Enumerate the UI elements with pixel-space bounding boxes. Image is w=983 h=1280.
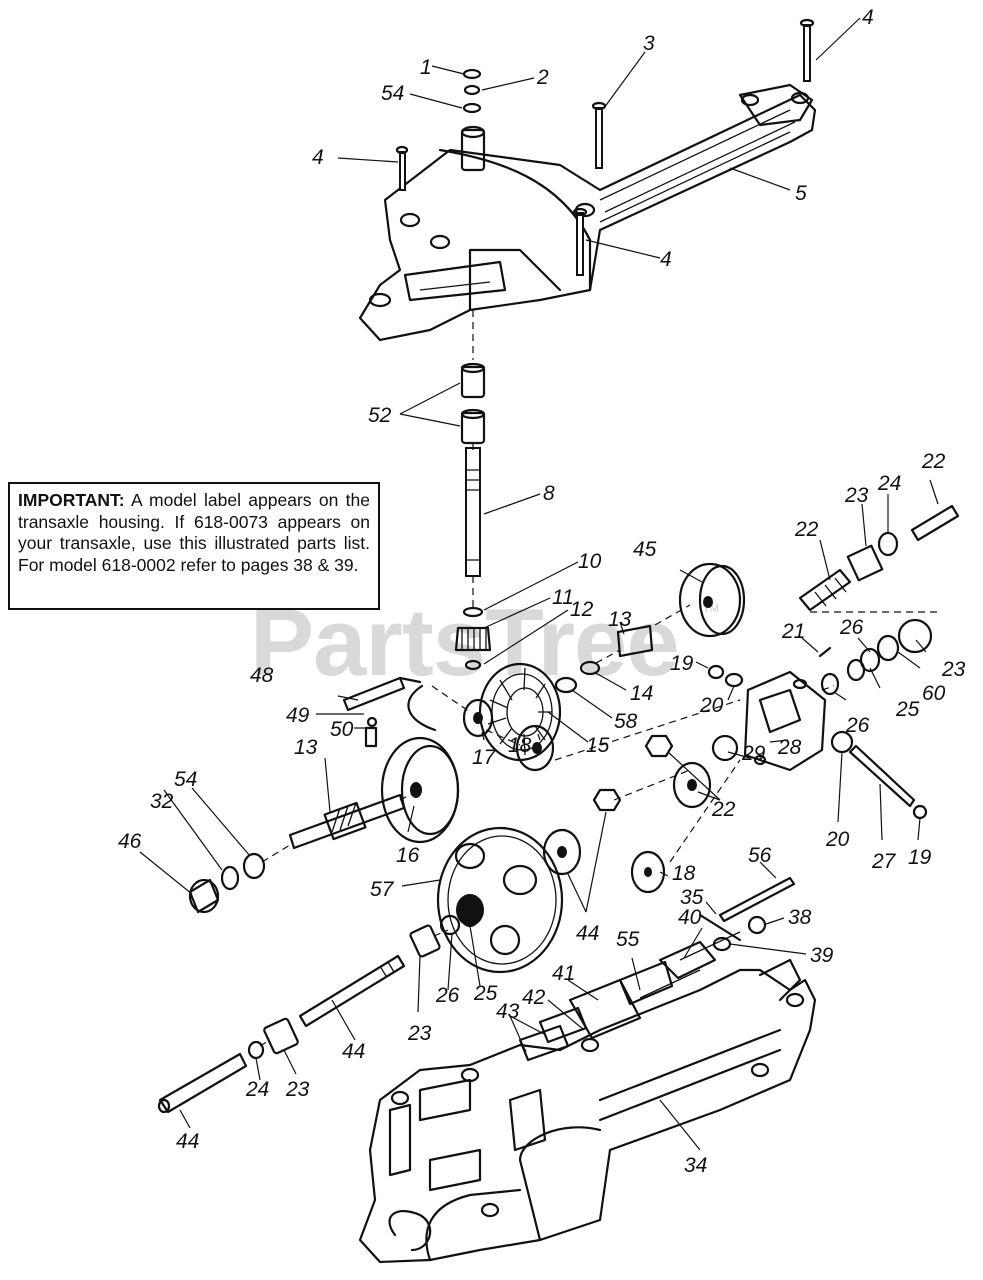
callout-22: 22 <box>921 450 946 473</box>
callout-numbers: 1 2 54 3 4 4 5 4 52 8 10 11 12 13 14 58 … <box>118 6 966 1177</box>
callout-44: 44 <box>342 1040 365 1063</box>
bevel-pinion-17 <box>462 698 494 738</box>
shift-pin <box>342 676 437 748</box>
callout-54: 54 <box>174 768 197 791</box>
important-note: IMPORTANT: A model label appears on the … <box>8 482 380 610</box>
callout-15: 15 <box>586 734 610 757</box>
callout-1: 1 <box>420 56 432 79</box>
callout-45: 45 <box>633 538 657 561</box>
callout-20: 20 <box>699 694 724 717</box>
callout-60: 60 <box>922 682 946 705</box>
callout-22: 22 <box>711 798 736 821</box>
note-heading: IMPORTANT: <box>18 490 125 510</box>
callout-49: 49 <box>286 704 310 727</box>
housing-bolts <box>395 18 815 276</box>
cover-28 <box>743 670 827 772</box>
callout-38: 38 <box>788 906 812 929</box>
callout-42: 42 <box>522 986 546 1009</box>
callout-8: 8 <box>543 482 555 505</box>
callout-52: 52 <box>368 404 392 427</box>
callout-13: 13 <box>608 608 632 631</box>
washers-left <box>188 852 266 914</box>
upper-housing <box>358 83 817 342</box>
callout-4: 4 <box>862 6 874 29</box>
callout-46: 46 <box>118 830 142 853</box>
callout-25: 25 <box>473 982 498 1005</box>
alignment-lines <box>259 310 942 1047</box>
callout-34: 34 <box>684 1154 707 1177</box>
callout-14: 14 <box>630 682 653 705</box>
callout-23: 23 <box>844 484 869 507</box>
callout-5: 5 <box>795 182 807 205</box>
callout-50: 50 <box>330 718 354 741</box>
callout-18: 18 <box>508 734 532 757</box>
callout-2: 2 <box>536 66 549 89</box>
callout-3: 3 <box>643 32 655 55</box>
input-shaft <box>454 447 492 671</box>
callout-57: 57 <box>370 878 395 901</box>
callout-10: 10 <box>578 550 602 573</box>
spur-gear-57 <box>436 826 564 974</box>
callout-35: 35 <box>680 886 704 909</box>
shaft-13-small <box>554 624 654 694</box>
callout-26: 26 <box>845 714 870 737</box>
lower-housing <box>358 958 817 1264</box>
callout-55: 55 <box>616 928 640 951</box>
bevel-gear-18a <box>515 724 555 772</box>
callout-24: 24 <box>245 1078 269 1101</box>
axle-right-parts <box>707 504 960 820</box>
bushings <box>460 362 486 445</box>
callout-54: 54 <box>381 82 404 105</box>
callout-23: 23 <box>407 1022 432 1045</box>
callout-58: 58 <box>614 710 638 733</box>
callout-41: 41 <box>552 962 575 985</box>
callout-18: 18 <box>672 862 696 885</box>
leader-lines <box>139 17 939 1151</box>
callout-27: 27 <box>871 850 897 873</box>
callout-20: 20 <box>825 828 850 851</box>
note-text: A model label appears on the transaxle h… <box>18 490 370 575</box>
pinion-44 <box>542 788 622 876</box>
callout-17: 17 <box>472 746 497 769</box>
callout-24: 24 <box>877 472 901 495</box>
pulley-45 <box>678 562 746 638</box>
callout-4: 4 <box>312 146 324 169</box>
callout-19: 19 <box>908 846 932 869</box>
callout-11: 11 <box>552 586 574 609</box>
gears-right <box>630 734 739 894</box>
callout-23: 23 <box>941 658 966 681</box>
callout-56: 56 <box>748 844 772 867</box>
shift-rod <box>698 876 796 952</box>
callout-28: 28 <box>777 736 802 759</box>
callout-4: 4 <box>660 248 672 271</box>
callout-29: 29 <box>741 742 766 765</box>
callout-26: 26 <box>839 616 864 639</box>
callout-12: 12 <box>570 598 594 621</box>
top-washers <box>462 68 482 114</box>
output-shaft-44 <box>157 902 481 1114</box>
callout-48: 48 <box>250 664 274 687</box>
callout-44: 44 <box>176 1130 199 1153</box>
callout-22: 22 <box>794 518 819 541</box>
shaft-13 <box>288 793 406 850</box>
callout-19: 19 <box>670 652 694 675</box>
callout-43: 43 <box>496 1000 520 1023</box>
callout-13: 13 <box>294 736 318 759</box>
callout-40: 40 <box>678 906 702 929</box>
callout-25: 25 <box>895 698 920 721</box>
callout-26: 26 <box>435 984 460 1007</box>
callout-23: 23 <box>285 1078 310 1101</box>
callout-16: 16 <box>396 844 420 867</box>
spur-gear-16 <box>380 736 460 844</box>
callout-44: 44 <box>576 922 599 945</box>
shift-fork-assembly <box>518 931 741 1062</box>
callout-39: 39 <box>810 944 834 967</box>
callout-21: 21 <box>781 620 805 643</box>
callout-32: 32 <box>150 790 174 813</box>
